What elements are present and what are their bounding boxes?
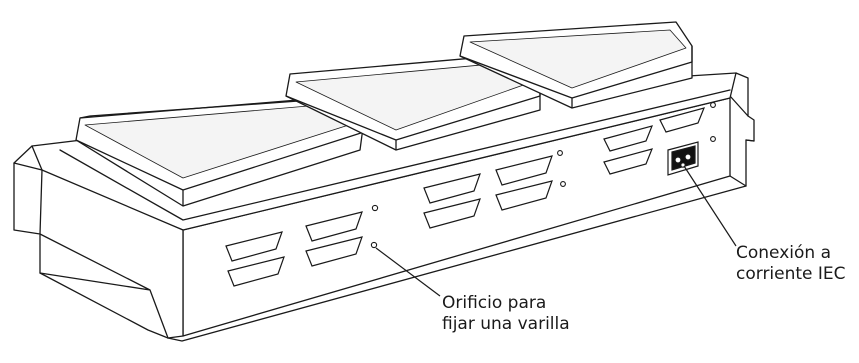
iec-power-inlet	[667, 141, 699, 176]
right-side-panel	[724, 72, 755, 187]
middle-pad	[285, 53, 541, 151]
connector-port	[225, 231, 283, 262]
connector-port	[659, 107, 706, 133]
connector-port	[227, 256, 285, 287]
connector-port	[305, 211, 363, 242]
screw-hole	[710, 102, 716, 108]
bottom-rail	[167, 185, 747, 342]
connector-port	[603, 125, 654, 152]
left-wedge-inner	[39, 169, 169, 339]
connector-port	[305, 236, 363, 267]
connector-port	[495, 180, 553, 211]
screw-hole	[560, 181, 566, 187]
left-pad	[75, 95, 365, 207]
callout-power-connection: Conexión a corriente IEC	[736, 243, 846, 284]
connector-port	[603, 148, 654, 175]
deck-ledge	[59, 89, 731, 221]
connector-port	[423, 173, 481, 204]
connector-port	[495, 155, 553, 186]
rear-plate	[729, 95, 755, 142]
screw-hole	[710, 136, 716, 142]
screw-hole	[557, 150, 563, 156]
leader-line-rod-hole	[375, 247, 441, 297]
left-wedge-bevel	[31, 145, 43, 171]
callout-rod-hole: Orificio para fijar una varilla	[442, 293, 570, 334]
screw-hole	[371, 204, 379, 212]
connector-port	[423, 198, 481, 229]
leader-line-power	[683, 165, 737, 247]
rod-hole	[370, 241, 378, 249]
right-pad	[459, 21, 693, 109]
